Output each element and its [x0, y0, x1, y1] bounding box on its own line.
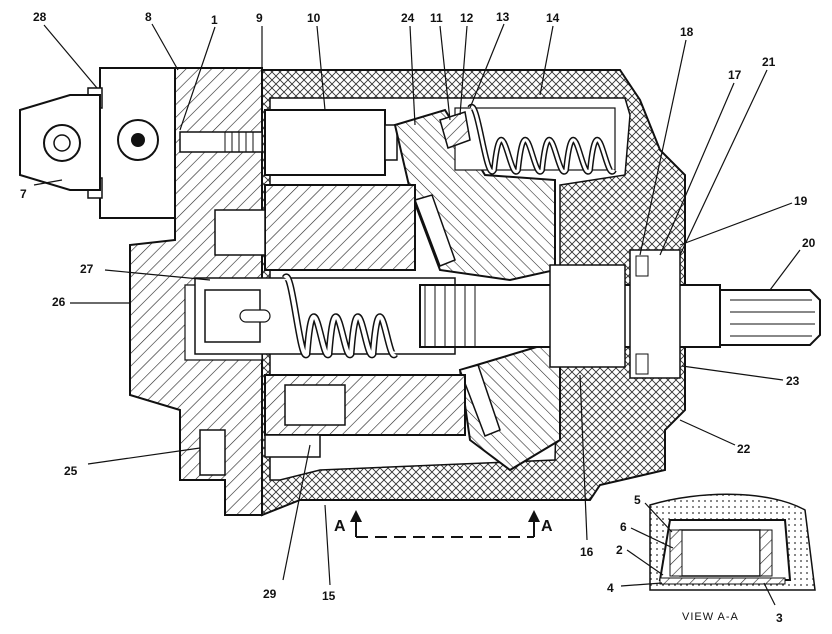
callout-18: 18 — [680, 25, 694, 39]
callout-29: 29 — [263, 587, 277, 601]
callout-3: 3 — [776, 611, 783, 625]
callout-4: 4 — [607, 581, 614, 595]
callout-15: 15 — [322, 589, 336, 603]
callout-13: 13 — [496, 10, 510, 24]
callout-7: 7 — [20, 187, 27, 201]
section-mark-right: A — [541, 518, 553, 535]
callout-leaders — [33, 23, 801, 606]
center-spring — [194, 273, 456, 359]
callout-21: 21 — [762, 55, 776, 69]
view-caption: VIEW A-A — [682, 611, 739, 623]
callout-16: 16 — [580, 545, 594, 559]
callout-25: 25 — [64, 464, 78, 478]
callout-28: 28 — [33, 10, 47, 24]
callout-11: 11 — [430, 11, 443, 25]
mounting-bolt — [199, 429, 321, 476]
callout-23: 23 — [786, 374, 800, 388]
section-line — [350, 510, 540, 538]
swashplate — [393, 108, 561, 472]
callout-17: 17 — [728, 68, 742, 82]
callout-19: 19 — [794, 194, 808, 208]
callout-2: 2 — [616, 543, 623, 557]
callout-6: 6 — [620, 520, 627, 534]
drive-shaft — [419, 249, 821, 379]
callout-9: 9 — [256, 11, 263, 25]
callout-27: 27 — [80, 262, 94, 276]
view-a-a-inset — [649, 493, 816, 591]
callout-24: 24 — [401, 11, 415, 25]
bias-spring — [439, 103, 617, 175]
callout-26: 26 — [52, 295, 66, 309]
callout-14: 14 — [546, 11, 560, 25]
cylinder-barrel — [214, 184, 466, 436]
callout-1: 1 — [211, 13, 218, 27]
control-piston — [264, 109, 398, 176]
callout-5: 5 — [634, 493, 641, 507]
section-mark-left: A — [334, 518, 346, 535]
callout-10: 10 — [307, 11, 321, 25]
callout-22: 22 — [737, 442, 751, 456]
callout-20: 20 — [802, 236, 816, 250]
callout-12: 12 — [460, 11, 474, 25]
callout-8: 8 — [145, 10, 152, 24]
control-valve — [19, 67, 263, 219]
